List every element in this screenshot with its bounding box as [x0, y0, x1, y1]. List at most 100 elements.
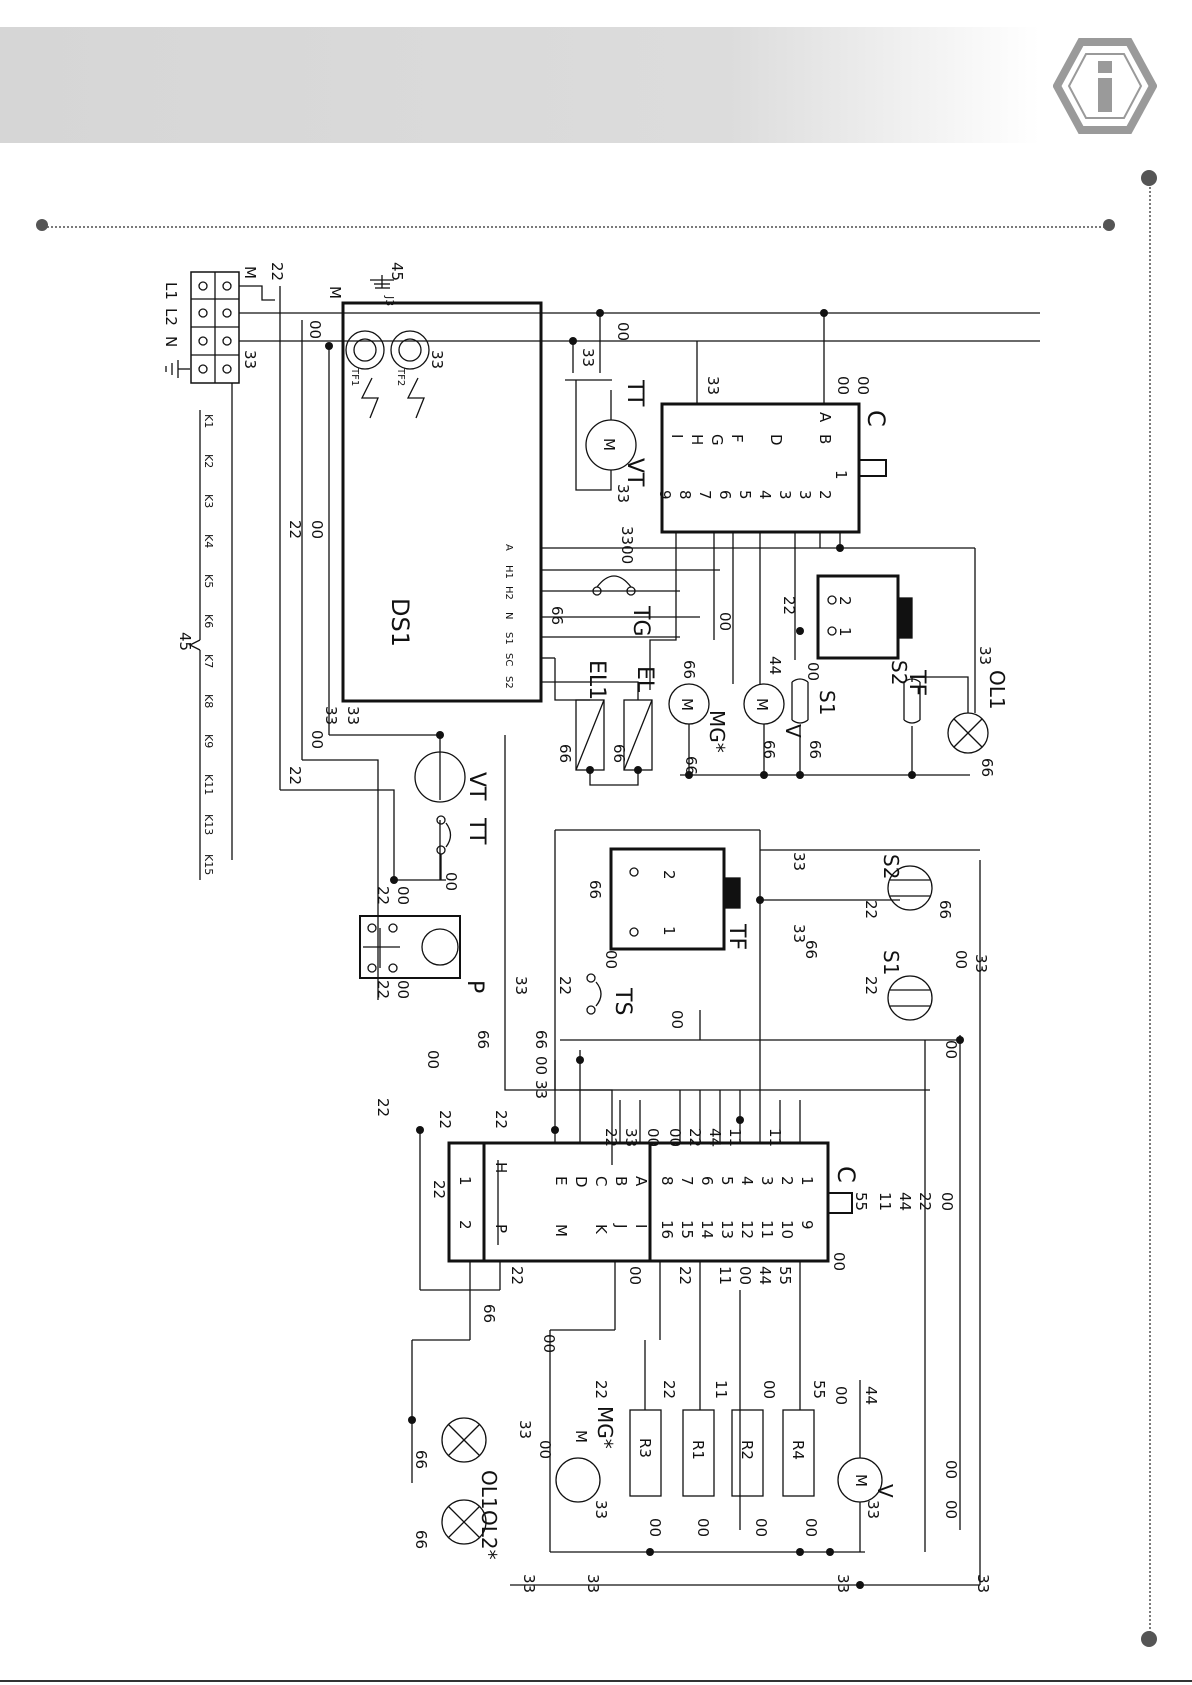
top-c-pin-3b: 3: [776, 490, 794, 500]
top-wire-00-b: 00: [834, 376, 852, 395]
ds1-pin-a: A: [503, 544, 514, 551]
bottom-wire-11-b: 11: [766, 1128, 784, 1147]
bottom-wire-66-f: 66: [480, 1304, 498, 1323]
bottom-wire-00-d: 00: [602, 950, 620, 969]
bottom-c-num-15: 15: [678, 1220, 696, 1239]
top-wire-66-b: 66: [680, 660, 698, 679]
bottom-wire-00-x: 00: [802, 1518, 820, 1537]
terminal-label-l1: L1: [162, 282, 180, 300]
bottom-wire-22-h: 22: [492, 1110, 510, 1129]
bottom-wire-33-a: 33: [512, 976, 530, 995]
dotted-rule-vertical: [1149, 176, 1151, 1644]
top-wire-66-c: 66: [556, 744, 574, 763]
bottom-c-pin-i: I: [632, 1224, 650, 1228]
bottom-c-num-2: 2: [778, 1176, 796, 1186]
top-wire-33-d: 33: [614, 484, 632, 503]
wire-label-33: 33: [241, 350, 259, 369]
bottom-c-num-8: 8: [658, 1176, 676, 1186]
bottom-wire-66-d: 66: [474, 1030, 492, 1049]
bottom-wire-00-e: 00: [668, 1010, 686, 1029]
top-c-pin-9: 9: [656, 490, 674, 500]
bottom-wire-22-j: 22: [602, 1128, 620, 1147]
top-c-label: C: [862, 410, 890, 427]
top-c-pin-5: 5: [736, 490, 754, 500]
bottom-ol2-label: OL2*: [477, 1510, 501, 1560]
bottom-c-num-4: 4: [738, 1176, 756, 1186]
bottom-c-num-6: 6: [698, 1176, 716, 1186]
bottom-wire-44-b: 44: [896, 1192, 914, 1211]
top-wire-66-d: 66: [610, 744, 628, 763]
r4-label: R4: [789, 1440, 807, 1460]
bottom-wire-33-b: 33: [790, 852, 808, 871]
bottom-wire-33-e: 33: [532, 1080, 550, 1099]
top-c-pin-f: F: [728, 434, 746, 443]
bottom-wire-22-n: 22: [508, 1266, 526, 1285]
bottom-c-pin-a: A: [632, 1176, 650, 1187]
ds1-pin-h1: H1: [503, 565, 514, 579]
rule-dot-left: [36, 219, 48, 231]
top-v-m: M: [753, 698, 771, 711]
ds1-pin-s1: S1: [503, 632, 514, 645]
r3-label: R3: [636, 1438, 654, 1458]
k-label-8: K8: [202, 694, 215, 708]
k-label-7: K7: [202, 654, 215, 668]
terminal-label-n: N: [162, 336, 180, 347]
bottom-wire-00-i: 00: [532, 1056, 550, 1075]
bottom-wire-33-h: 33: [592, 1500, 610, 1519]
bottom-wire-00-r: 00: [832, 1386, 850, 1405]
bottom-mg-m: M: [572, 1430, 590, 1443]
bottom-wire-00-m: 00: [830, 1252, 848, 1271]
bottom-c-num-16: 16: [658, 1220, 676, 1239]
k-label-4: K4: [202, 534, 215, 548]
bottom-c-pin-d: D: [572, 1176, 590, 1188]
bottom-wire-11-e: 11: [712, 1380, 730, 1399]
bottom-wire-22-o: 22: [592, 1380, 610, 1399]
bottom-wire-00-n: 00: [736, 1266, 754, 1285]
k-group-label: 45: [176, 632, 194, 651]
bottom-wire-66-a: 66: [586, 880, 604, 899]
bottom-wire-00-y: 00: [536, 1440, 554, 1459]
wire-label-00: 00: [306, 320, 324, 339]
bottom-v-label: V: [873, 1484, 897, 1498]
top-wire-44: 44: [766, 656, 784, 675]
top-wire-33-b: 33: [428, 350, 446, 369]
k-label-15: K15: [202, 854, 215, 875]
top-wire-00-g: 00: [308, 730, 326, 749]
header-band: [0, 27, 1040, 143]
bottom-wire-66-h: 66: [412, 1530, 430, 1549]
top-wire-00-d: 00: [716, 612, 734, 631]
bottom-c-pin-h: H: [492, 1162, 510, 1173]
bottom-c-num-10: 10: [778, 1220, 796, 1239]
bottom-c-num-14: 14: [698, 1220, 716, 1239]
bottom-wire-33-c: 33: [790, 924, 808, 943]
bottom-wire-22-d: 22: [862, 900, 880, 919]
top-wire-00-f: 00: [308, 520, 326, 539]
top-wire-33-f: 33: [322, 706, 340, 725]
top-c-pin-4: 4: [756, 490, 774, 500]
top-ol1-label: OL1: [985, 670, 1009, 710]
bottom-wire-33-g: 33: [864, 1500, 882, 1519]
top-tf-pin-1: 1: [836, 627, 854, 637]
rule-dot-right: [1103, 219, 1115, 231]
top-s1-label: S1: [815, 690, 839, 715]
terminal-label-m-top: M: [241, 266, 259, 279]
bottom-wire-00-v: 00: [694, 1518, 712, 1537]
bottom-wire-22-b: 22: [374, 980, 392, 999]
top-wire-22-b: 22: [286, 520, 304, 539]
top-mg-m: M: [678, 698, 696, 711]
bottom-wire-66-e: 66: [532, 1030, 550, 1049]
bottom-wire-33-i: 33: [516, 1420, 534, 1439]
bottom-wire-66-b: 66: [802, 940, 820, 959]
k-label-11: K11: [202, 774, 215, 795]
bottom-wire-22-k: 22: [686, 1128, 704, 1147]
bottom-wire-44-c: 44: [756, 1266, 774, 1285]
bottom-wire-22-m: 22: [676, 1266, 694, 1285]
top-mg-label: MG*: [705, 710, 729, 753]
bottom-wire-00-g: 00: [942, 1040, 960, 1059]
bottom-vt-label: VT: [464, 772, 489, 801]
bottom-tt-label: TT: [464, 817, 489, 845]
top-c-pin-6: 6: [716, 490, 734, 500]
bottom-c-pin-m: M: [552, 1224, 570, 1237]
top-vt-label: VT: [622, 458, 647, 487]
